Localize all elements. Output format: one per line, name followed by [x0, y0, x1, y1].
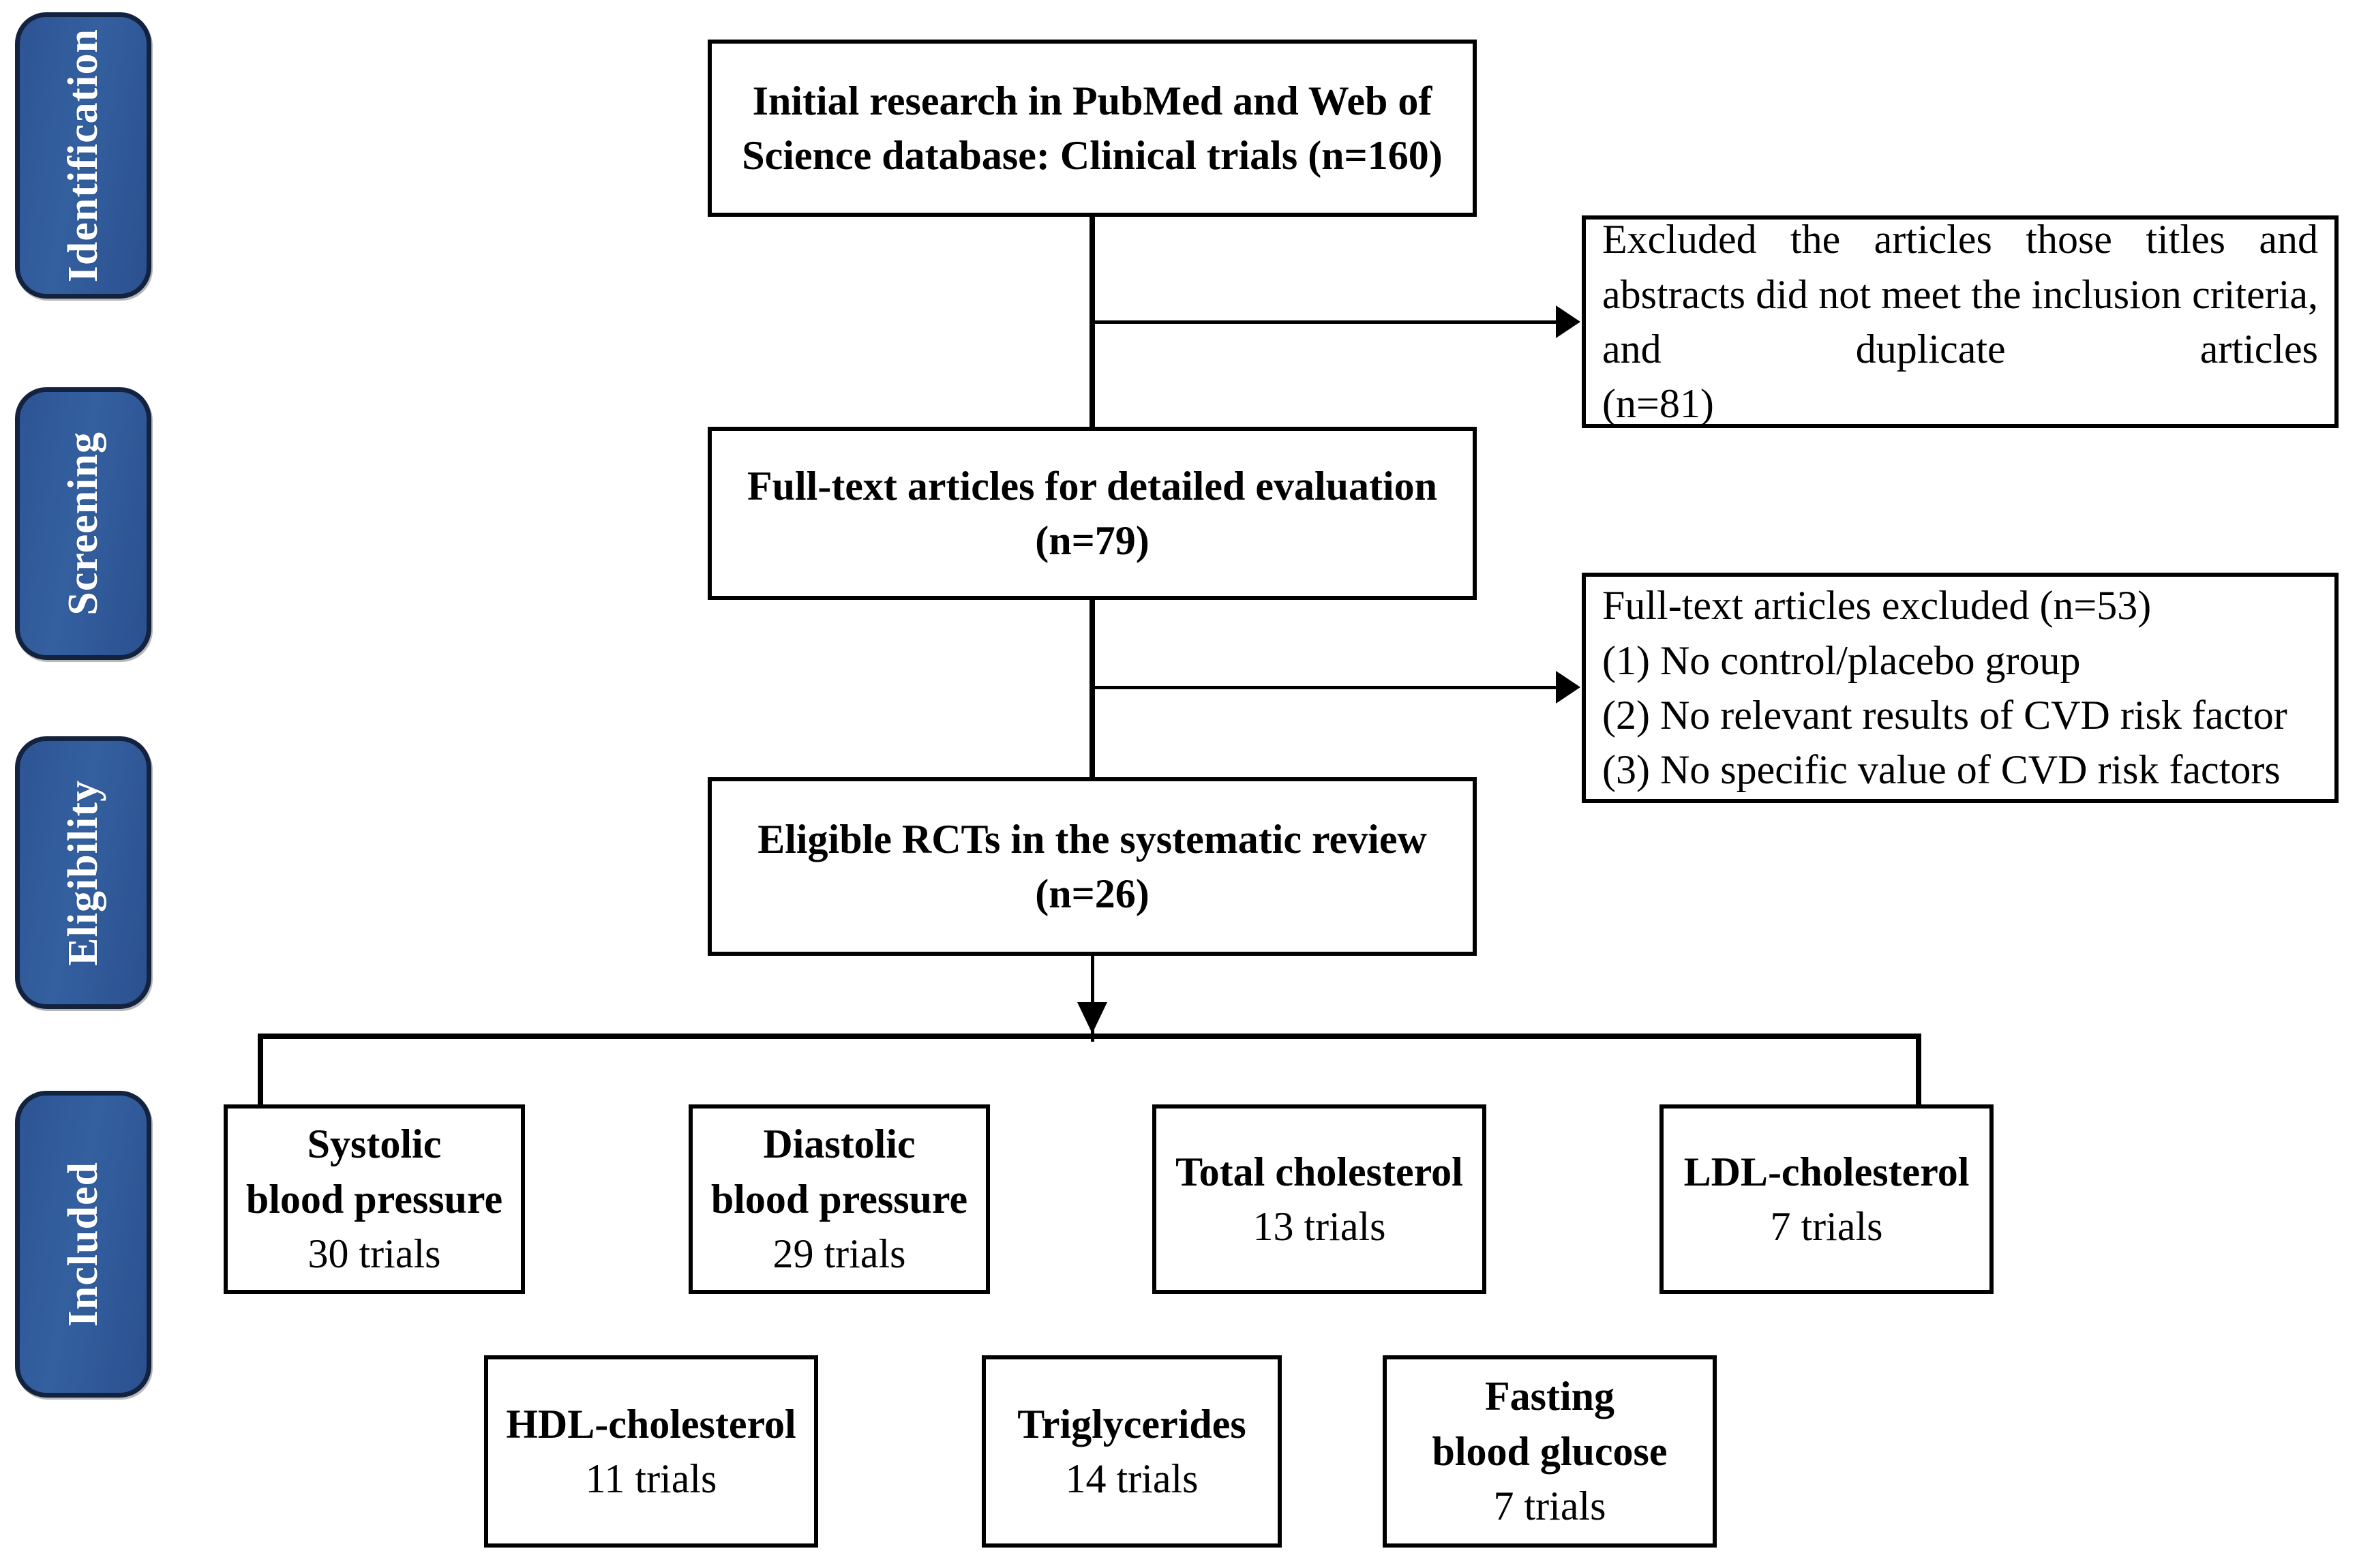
exclusion-box-2-reason-2: (2) No relevant results of CVD risk fact…: [1602, 693, 2287, 738]
outcome-box-fasting-blood-glucose-title-1: Fasting: [1484, 1374, 1615, 1419]
exclusion-box-1-body: Excluded the articles those titles and a…: [1602, 217, 2318, 372]
outcome-box-diastolic-blood-pressure-title-1: Diastolic: [763, 1121, 916, 1167]
stage-tab-eligibility[interactable]: Eligibility: [15, 736, 151, 1009]
stage-tab-eligibility-label: Eligibility: [59, 779, 106, 966]
outcome-box-fasting-blood-glucose-title-2: blood glucose: [1432, 1428, 1668, 1474]
outcome-box-ldl-cholesterol-title: LDL-cholesterol: [1683, 1149, 1970, 1194]
stage-tab-included[interactable]: Included: [15, 1091, 151, 1398]
arrow-to-exclusion-2: [1556, 671, 1580, 704]
outcome-box-total-cholesterol-title: Total cholesterol: [1175, 1149, 1463, 1194]
outcome-box-triglycerides-title: Triglycerides: [1017, 1401, 1246, 1447]
stage-tab-identification[interactable]: Identification: [15, 12, 151, 299]
outcome-box-systolic-blood-pressure: Systolic blood pressure 30 trials: [224, 1104, 525, 1294]
outcome-box-triglycerides-trials: 14 trials: [1065, 1456, 1199, 1501]
connector-bar-to-ldl-cholesterol: [1916, 1034, 1921, 1109]
exclusion-box-fulltext: Full-text articles excluded (n=53) (1) N…: [1582, 573, 2339, 803]
connector-branch-to-exclusion-1: [1090, 320, 1557, 324]
identification-box: Initial research in PubMed and Web of Sc…: [708, 40, 1477, 217]
stage-tab-identification-label: Identification: [59, 28, 106, 283]
eligibility-box-line-1: Eligible RCTs in the systematic review: [757, 816, 1427, 862]
arrow-to-exclusion-1: [1556, 305, 1580, 338]
exclusion-box-1-count: (n=81): [1602, 381, 1714, 427]
connector-branch-to-exclusion-2: [1090, 686, 1557, 689]
screening-box-line-1: Full-text articles for detailed evaluati…: [747, 463, 1438, 509]
outcome-box-systolic-blood-pressure-title-2: blood pressure: [245, 1176, 503, 1222]
outcome-box-systolic-blood-pressure-title-1: Systolic: [307, 1121, 442, 1167]
screening-box: Full-text articles for detailed evaluati…: [708, 427, 1477, 600]
screening-box-line-2: (n=79): [1035, 518, 1150, 563]
outcome-box-total-cholesterol-trials: 13 trials: [1252, 1204, 1386, 1249]
exclusion-box-2-reason-3: (3) No specific value of CVD risk factor…: [1602, 747, 2281, 793]
outcome-box-hdl-cholesterol-trials: 11 trials: [585, 1456, 717, 1501]
connector-eligibility-to-outcomes: [1091, 954, 1094, 1042]
outcome-box-diastolic-blood-pressure: Diastolic blood pressure 29 trials: [689, 1104, 990, 1294]
stage-tab-screening[interactable]: Screening: [15, 387, 151, 660]
outcome-box-ldl-cholesterol: LDL-cholesterol 7 trials: [1659, 1104, 1994, 1294]
outcome-box-fasting-blood-glucose: Fasting blood glucose 7 trials: [1383, 1355, 1717, 1548]
exclusion-box-2-reason-1: (1) No control/placebo group: [1602, 637, 2081, 683]
outcome-box-triglycerides: Triglycerides 14 trials: [982, 1355, 1282, 1548]
outcome-box-hdl-cholesterol: HDL-cholesterol 11 trials: [484, 1355, 818, 1548]
outcome-box-systolic-blood-pressure-trials: 30 trials: [307, 1231, 441, 1277]
stage-tab-screening-label: Screening: [59, 432, 106, 616]
outcome-box-hdl-cholesterol-title: HDL-cholesterol: [506, 1401, 796, 1447]
eligibility-box: Eligible RCTs in the systematic review (…: [708, 777, 1477, 956]
outcome-box-fasting-blood-glucose-trials: 7 trials: [1493, 1483, 1606, 1529]
stage-tab-included-label: Included: [59, 1161, 106, 1327]
identification-box-line-2: Science database: Clinical trials (n=160…: [742, 133, 1443, 178]
exclusion-box-titles-abstracts: Excluded the articles those titles and a…: [1582, 215, 2339, 428]
connector-bar-to-systolic: [258, 1034, 263, 1109]
arrow-to-outcomes-bar: [1077, 1002, 1107, 1034]
outcomes-distribution-bar: [258, 1034, 1921, 1039]
outcome-box-ldl-cholesterol-trials: 7 trials: [1770, 1204, 1883, 1249]
eligibility-box-line-2: (n=26): [1035, 871, 1150, 916]
outcome-box-total-cholesterol: Total cholesterol 13 trials: [1152, 1104, 1486, 1294]
exclusion-box-2-heading: Full-text articles excluded (n=53): [1602, 583, 2152, 629]
outcome-box-diastolic-blood-pressure-title-2: blood pressure: [710, 1176, 968, 1222]
identification-box-line-1: Initial research in PubMed and Web of: [752, 78, 1432, 123]
outcome-box-diastolic-blood-pressure-trials: 29 trials: [772, 1231, 906, 1277]
